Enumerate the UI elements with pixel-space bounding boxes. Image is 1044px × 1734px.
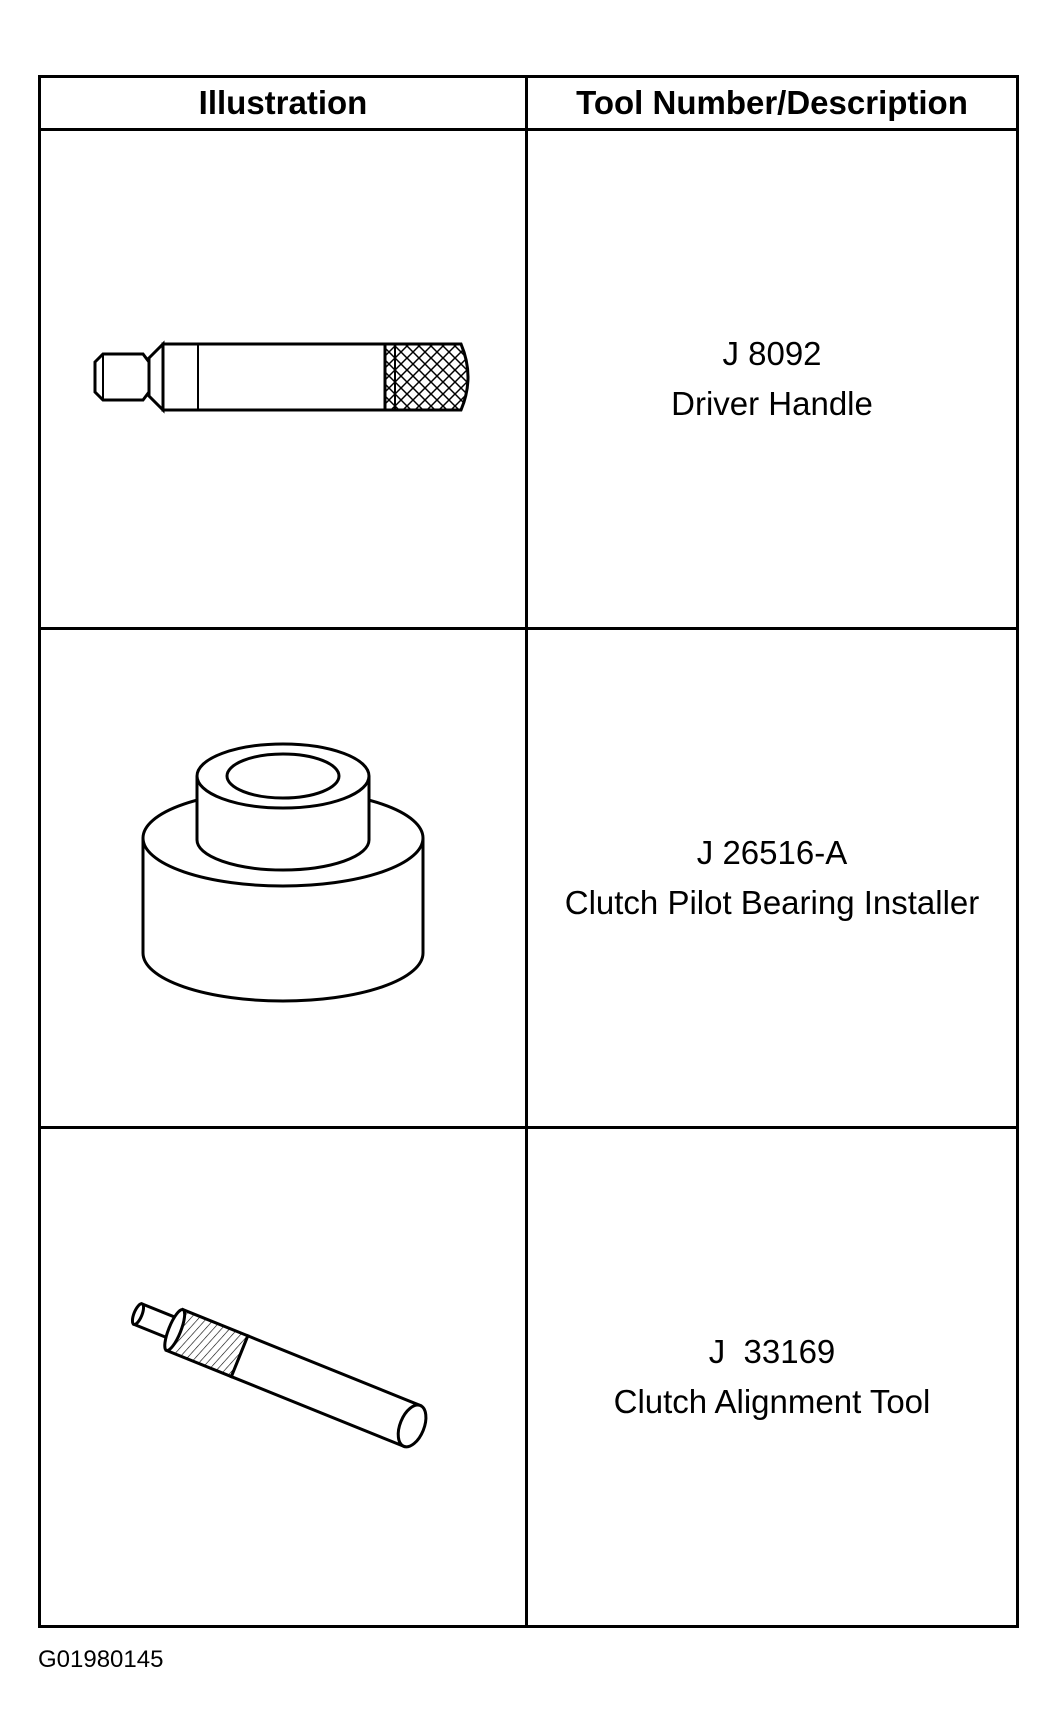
illustration-cell xyxy=(38,128,528,630)
driver-handle-icon xyxy=(93,340,470,414)
tool-description: Clutch Alignment Tool xyxy=(613,1383,931,1420)
tool-table: Illustration Tool Number/Description xyxy=(38,75,1019,1628)
tool-description: Driver Handle xyxy=(671,385,873,422)
figure-code: G01980145 xyxy=(38,1646,164,1673)
tool-number: J 33169 xyxy=(708,1333,836,1370)
description-cell: J 33169 Clutch Alignment Tool xyxy=(525,1126,1019,1628)
table-row: J 8092 Driver Handle xyxy=(38,128,1019,630)
table-row: J 26516-A Clutch Pilot Bearing Installer xyxy=(38,627,1019,1129)
pilot-bearing-installer-icon xyxy=(141,742,425,1003)
tool-number: J 8092 xyxy=(722,335,822,372)
tool-number: J 26516-A xyxy=(696,834,848,871)
illustration-cell xyxy=(38,627,528,1129)
table-row: J 33169 Clutch Alignment Tool xyxy=(38,1126,1019,1628)
description-cell: J 8092 Driver Handle xyxy=(525,128,1019,630)
illustration-cell xyxy=(38,1126,528,1628)
header-illustration: Illustration xyxy=(38,75,528,131)
header-row: Illustration Tool Number/Description xyxy=(38,75,1019,131)
header-tool-description: Tool Number/Description xyxy=(525,75,1019,131)
clutch-alignment-tool-icon xyxy=(130,1301,428,1449)
tool-description: Clutch Pilot Bearing Installer xyxy=(564,884,980,921)
description-cell: J 26516-A Clutch Pilot Bearing Installer xyxy=(525,627,1019,1129)
